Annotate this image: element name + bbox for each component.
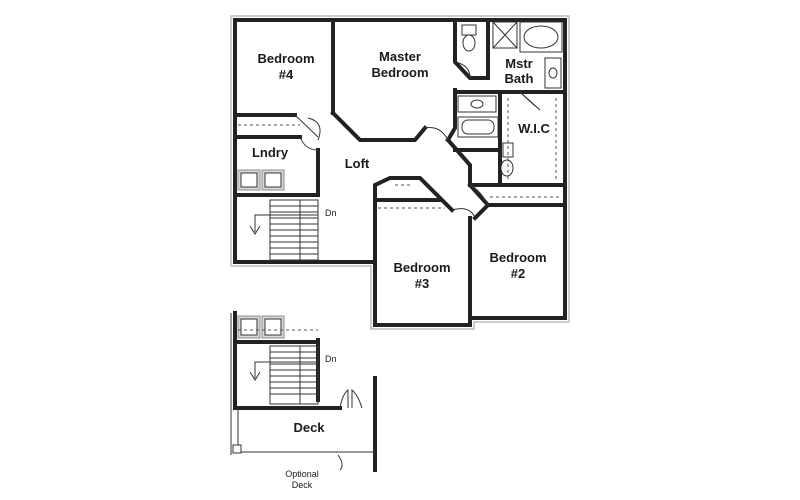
label-mstr-bath-line1: Mstr (505, 56, 532, 71)
thin-wall-outlines (230, 15, 570, 330)
label-bedroom2-line1: Bedroom (489, 250, 546, 265)
label-bedroom4-line1: Bedroom (257, 51, 314, 66)
laundry-appliances (237, 169, 285, 191)
exterior-walls (233, 18, 567, 327)
room-labels: Bedroom #4 Master Bedroom Mstr Bath W.I.… (252, 49, 551, 291)
stairs-down-label: Dn (325, 208, 337, 218)
upper-staircase (249, 199, 319, 261)
interior-walls (233, 18, 567, 320)
label-loft: Loft (345, 156, 370, 171)
label-lndry: Lndry (252, 145, 289, 160)
wic-shelving (507, 98, 557, 182)
closet-shelves (238, 124, 560, 209)
door-swings (299, 61, 541, 219)
label-master-line2: Bedroom (371, 65, 428, 80)
label-master-line1: Master (379, 49, 421, 64)
optional-deck-line2: Deck (292, 480, 313, 490)
lower-laundry-appliances (237, 315, 318, 339)
label-deck: Deck (293, 420, 325, 435)
optional-deck-leader (337, 454, 343, 471)
label-wic: W.I.C (518, 121, 550, 136)
label-mstr-bath-line2: Bath (505, 71, 534, 86)
lower-stairs-down-label: Dn (325, 354, 337, 364)
label-bedroom4-line2: #4 (279, 67, 294, 82)
bath-fixtures (457, 21, 563, 177)
lower-staircase (249, 345, 319, 405)
label-bedroom2-line2: #2 (511, 266, 525, 281)
optional-deck-line1: Optional (285, 469, 319, 479)
label-bedroom3-line2: #3 (415, 276, 429, 291)
deck-door-swings (339, 388, 363, 409)
label-bedroom3-line1: Bedroom (393, 260, 450, 275)
